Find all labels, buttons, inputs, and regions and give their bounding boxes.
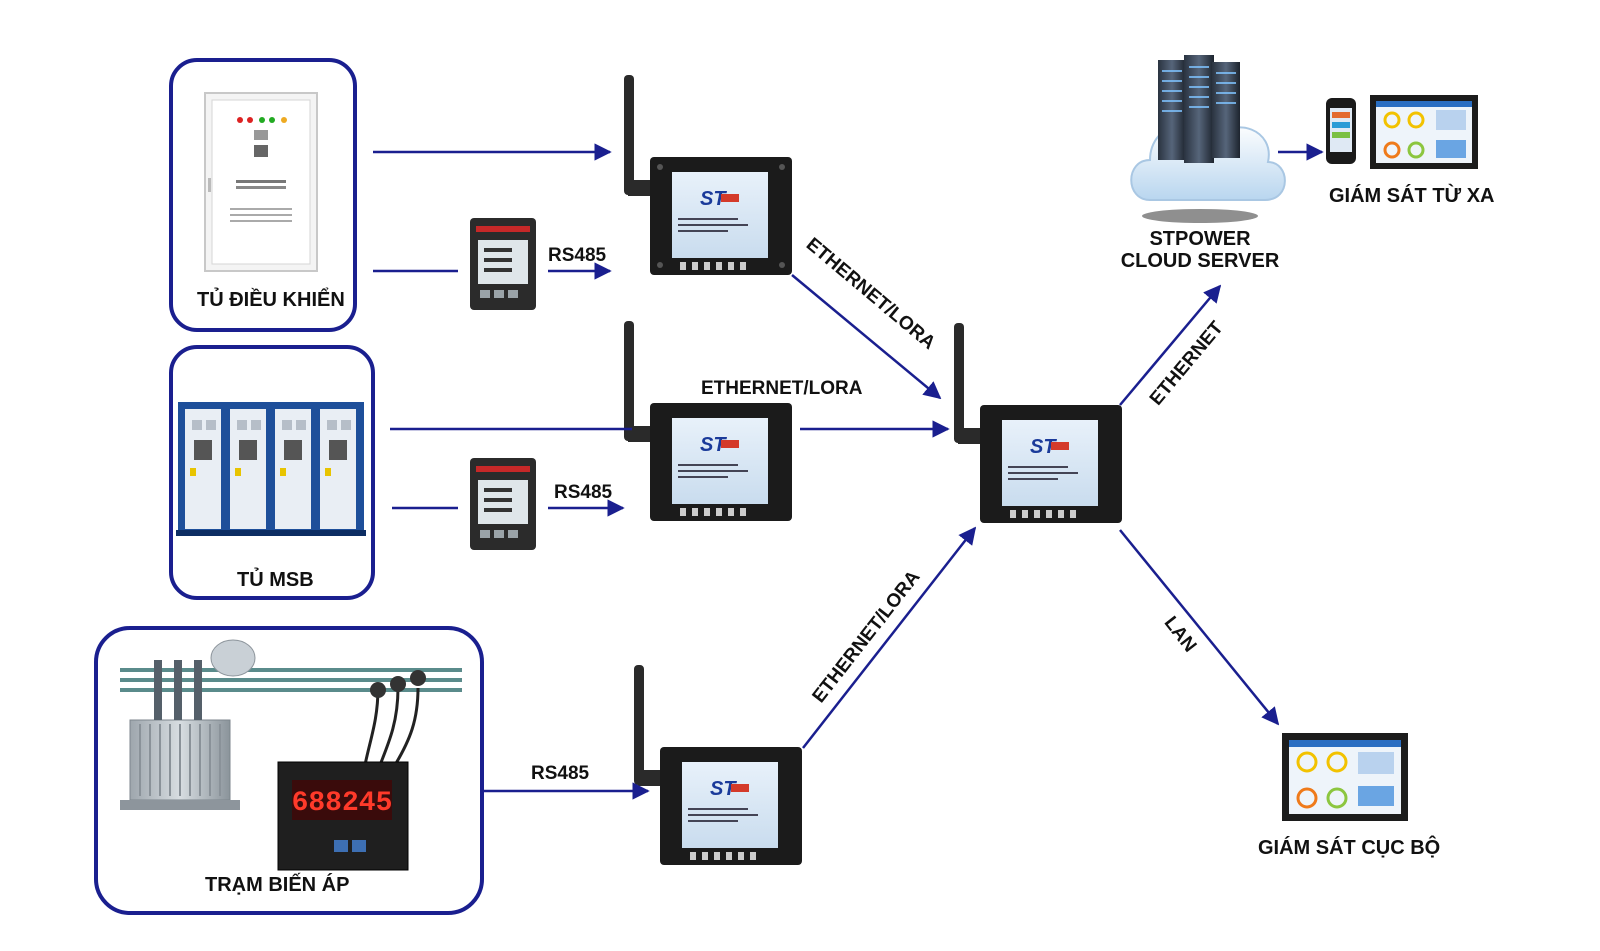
arrow-central-to-cloud [1119,284,1222,406]
arrow-central-to-local [1119,529,1280,726]
arrow-gateway-bottom-to-central [802,526,977,749]
control-cabinet-frame [169,58,357,332]
svg-text:ST: ST [700,188,727,210]
svg-text:ST: ST [1030,436,1057,458]
arrow-gateway-top-to-central [791,274,942,400]
label-substation: TRẠM BIẾN ÁP [205,874,350,896]
label-cloud-server-2: CLOUD SERVER [1120,250,1280,272]
power-meter-mid [470,458,536,550]
gateway-central: ST [954,323,1122,523]
smartphone-icon [1326,98,1356,164]
label-remote-monitoring: GIÁM SÁT TỪ XA [1329,185,1495,207]
msb-cabinet-frame [169,345,375,600]
svg-text:ST: ST [710,778,737,800]
label-control-cabinet: TỦ ĐIỀU KHIỂN [197,289,345,311]
substation-frame [94,626,484,915]
label-rs485-bottom: RS485 [531,763,590,784]
label-msb-cabinet: TỦ MSB [237,569,314,591]
svg-text:ST: ST [700,434,727,456]
gateway-top: ST [624,75,792,275]
label-ethernet-lora-mid: ETHERNET/LORA [701,378,863,399]
label-rs485-mid: RS485 [554,482,613,503]
gateway-bottom: ST [634,665,802,865]
label-cloud-server-1: STPOWER [1149,228,1251,250]
msb-cabinet-image [176,402,366,536]
meter-digital-reading: 688245 [292,788,393,819]
remote-monitor-screen [1370,95,1478,169]
local-monitor-screen [1282,733,1408,821]
gateway-mid: ST [624,321,792,521]
control-cabinet-image [204,92,318,272]
substation-image: 688245 [120,639,462,871]
label-local-monitoring: GIÁM SÁT CỤC BỘ [1258,837,1441,859]
cloud-server-icon [1130,55,1286,223]
power-meter-top [470,218,536,310]
label-rs485-top: RS485 [548,245,607,266]
